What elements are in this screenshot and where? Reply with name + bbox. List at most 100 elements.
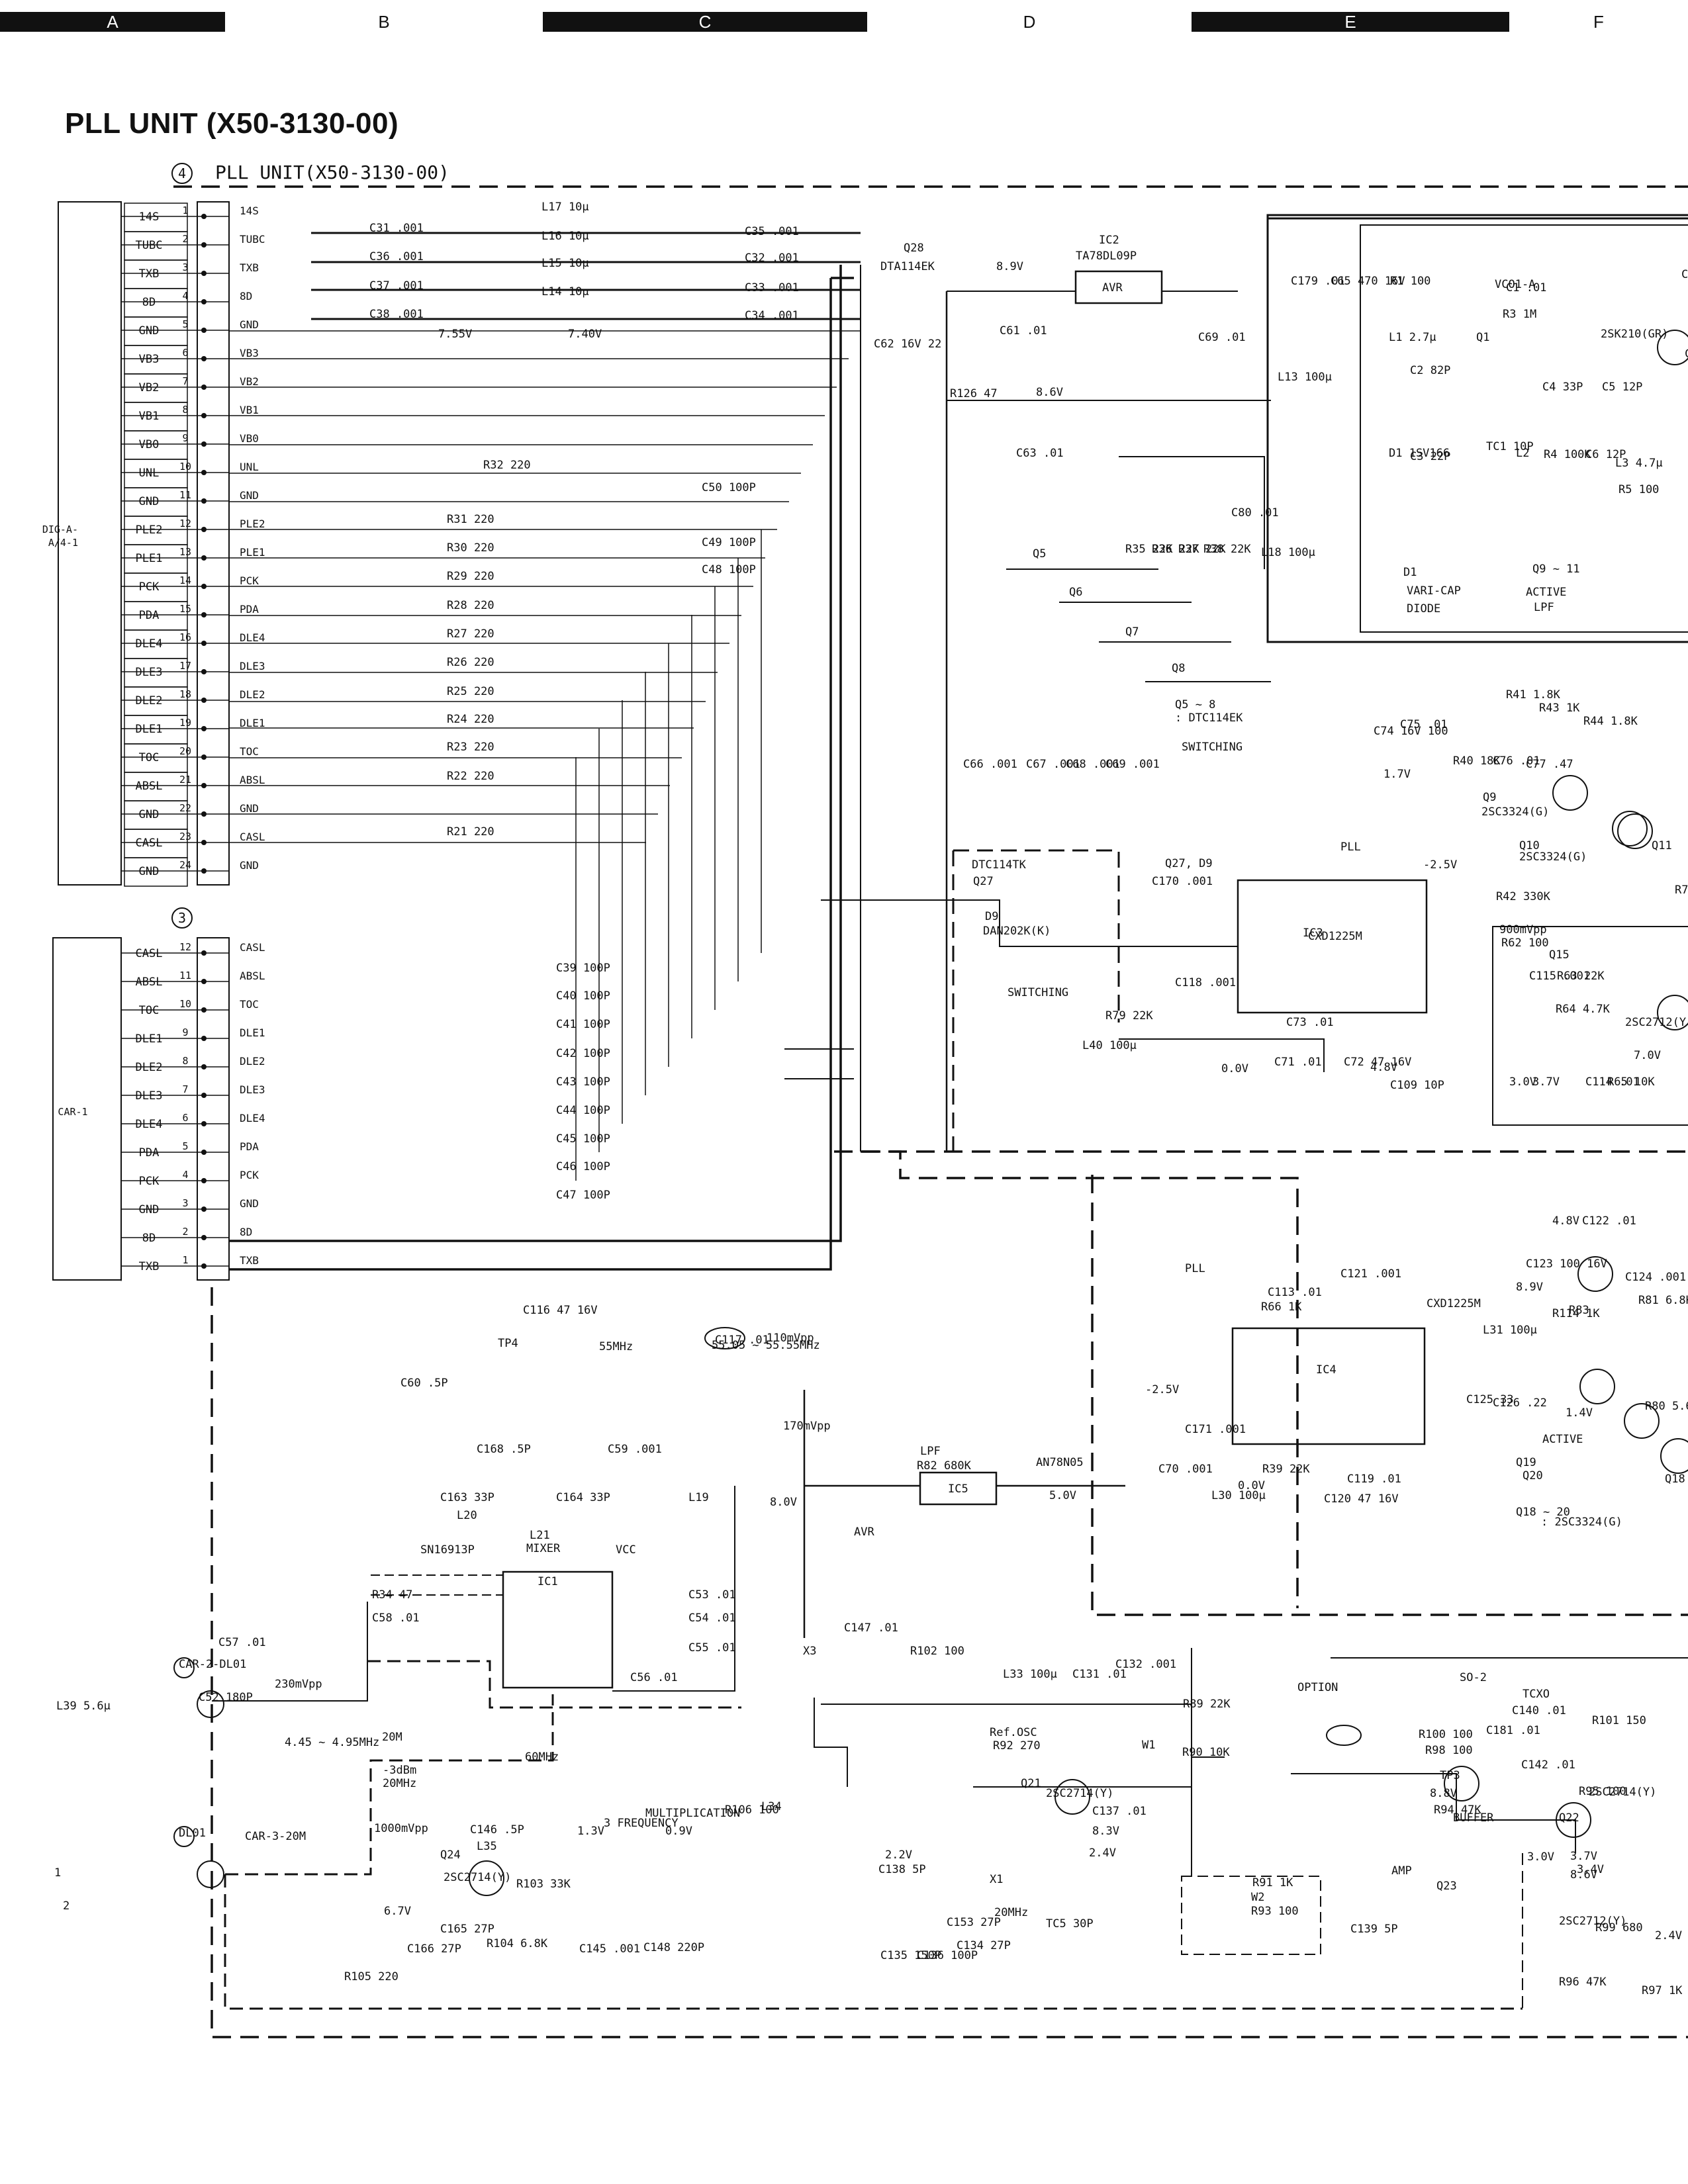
- component-label: R66 1K: [1261, 1300, 1302, 1314]
- lpf-block: [1492, 926, 1688, 1126]
- component-label: 110mVpp: [767, 1332, 814, 1345]
- component-label: R102 100: [910, 1645, 964, 1658]
- connector-3-badge: [171, 907, 193, 929]
- component-label: AVR: [854, 1525, 874, 1539]
- connector-pin-name: 14S: [139, 210, 160, 224]
- component-label: L30 100µ: [1211, 1489, 1266, 1502]
- component-label: R65 10K: [1607, 1075, 1655, 1089]
- pin-dot: [201, 1121, 207, 1126]
- component-label: 2SC2714(Y): [1589, 1786, 1656, 1799]
- connector-pin-number: 8: [182, 1055, 188, 1067]
- component-label: C171 .001: [1185, 1423, 1246, 1436]
- component-label: R97 1K: [1642, 1984, 1683, 1997]
- component-label: DAN202K(K): [983, 925, 1051, 938]
- component-label: C118 .001: [1175, 976, 1236, 989]
- component-label: C144 .001: [1681, 268, 1688, 281]
- pin-dot: [201, 612, 207, 617]
- component-label: C4 33P: [1542, 381, 1583, 394]
- component-label: C164 33P: [556, 1491, 610, 1504]
- component-label: C41 100P: [556, 1018, 610, 1031]
- transistor-symbol: [1660, 1438, 1688, 1474]
- component-label: 8.6V: [1570, 1868, 1597, 1882]
- connector-pin-name: GND: [139, 324, 160, 338]
- component-label: 0.0V: [1238, 1479, 1265, 1492]
- transistor-symbol: [1612, 811, 1648, 846]
- pin-dot: [201, 328, 207, 333]
- net-label: TXB: [240, 1254, 259, 1267]
- component-label: C61 .01: [1000, 324, 1047, 338]
- component-label: L13 100µ: [1278, 371, 1332, 384]
- component-label: C42 100P: [556, 1047, 610, 1060]
- component-label: SN16913P: [420, 1543, 475, 1557]
- net-label: 8D: [240, 290, 252, 302]
- component-label: R39 22K: [1262, 1463, 1310, 1476]
- component-label: Q5 ~ 8: [1175, 698, 1215, 711]
- component-label: 55MHz: [599, 1340, 633, 1353]
- component-label: 1.7V: [1383, 768, 1411, 781]
- component-label: W2: [1251, 1891, 1264, 1904]
- pin-dot: [201, 498, 207, 504]
- component-label: C54 .01: [688, 1612, 736, 1625]
- component-label: C48 100P: [702, 563, 756, 576]
- net-label: GND: [240, 318, 259, 331]
- net-label: CASL: [240, 941, 265, 954]
- component-label: C121 .001: [1340, 1267, 1401, 1281]
- component-label: IC4: [1316, 1363, 1336, 1377]
- component-label: X1: [990, 1873, 1003, 1886]
- component-label: R91 1K: [1252, 1876, 1293, 1889]
- component-label: PLL: [1185, 1262, 1205, 1275]
- connector-3-number: 3: [178, 910, 186, 926]
- connector-pin-number: 13: [179, 546, 191, 558]
- component-label: C65 470 16V: [1331, 275, 1405, 288]
- pin-dot: [201, 1093, 207, 1098]
- component-label: 60MHz: [525, 1751, 559, 1764]
- component-label: R79 22K: [1105, 1009, 1153, 1023]
- component-label: R40 18K: [1453, 754, 1501, 768]
- component-label: C75 .01: [1400, 718, 1448, 731]
- component-label: C165 27P: [440, 1923, 494, 1936]
- test-point-tp4: [704, 1327, 745, 1349]
- connector-pin-name: PLE2: [136, 523, 163, 537]
- component-label: 3.7V: [1570, 1850, 1597, 1863]
- net-label: UNL: [240, 461, 259, 473]
- component-label: -2.5V: [1423, 858, 1457, 872]
- connector-pin-number: 17: [179, 660, 191, 672]
- component-label: TC1 10P: [1486, 440, 1534, 453]
- component-label: DL01: [179, 1827, 206, 1840]
- component-label: C43 100P: [556, 1075, 610, 1089]
- component-label: R101 150: [1592, 1714, 1646, 1727]
- net-label: VB3: [240, 347, 259, 359]
- option-tcxo: [1181, 1876, 1321, 1955]
- pin-dot: [201, 669, 207, 674]
- component-label: C179 .01: [1291, 275, 1345, 288]
- connector-pin-name: GND: [139, 808, 160, 821]
- component-label: R99 680: [1595, 1921, 1643, 1934]
- component-label: MULTIPLICATION: [645, 1807, 740, 1820]
- pin-dot: [201, 811, 207, 817]
- connector-pin-number: 15: [179, 603, 191, 615]
- component-label: C69 .001: [1105, 758, 1160, 771]
- connector-4-body: [197, 201, 230, 886]
- connector-pin-name: TXB: [139, 1260, 160, 1273]
- component-label: DTC114TK: [972, 858, 1027, 872]
- component-label: R26 220: [447, 656, 494, 669]
- trace: [225, 1694, 554, 1876]
- component-label: 2SC2712(Y): [1625, 1016, 1688, 1029]
- component-label: Q9 ~ 11: [1532, 563, 1580, 576]
- component-label: R32 220: [483, 459, 531, 472]
- pin-dot: [201, 271, 207, 276]
- component-label: C5 12P: [1602, 381, 1642, 394]
- component-label: 1000mVpp: [374, 1822, 428, 1835]
- trace: [814, 1698, 848, 1787]
- ic2-avr: [1074, 270, 1163, 304]
- component-label: R5 100: [1618, 483, 1659, 496]
- net-label: ABSL: [240, 970, 265, 982]
- component-label: C70 .001: [1158, 1463, 1213, 1476]
- component-label: Q7: [1125, 625, 1139, 639]
- trace: [803, 1390, 1125, 1638]
- component-label: C40 100P: [556, 989, 610, 1003]
- connector-pin-name: PCK: [139, 1175, 160, 1188]
- component-label: Q27, D9: [1165, 857, 1213, 870]
- connector-pin-number: 23: [179, 831, 191, 842]
- connector-4-badge: [171, 163, 193, 184]
